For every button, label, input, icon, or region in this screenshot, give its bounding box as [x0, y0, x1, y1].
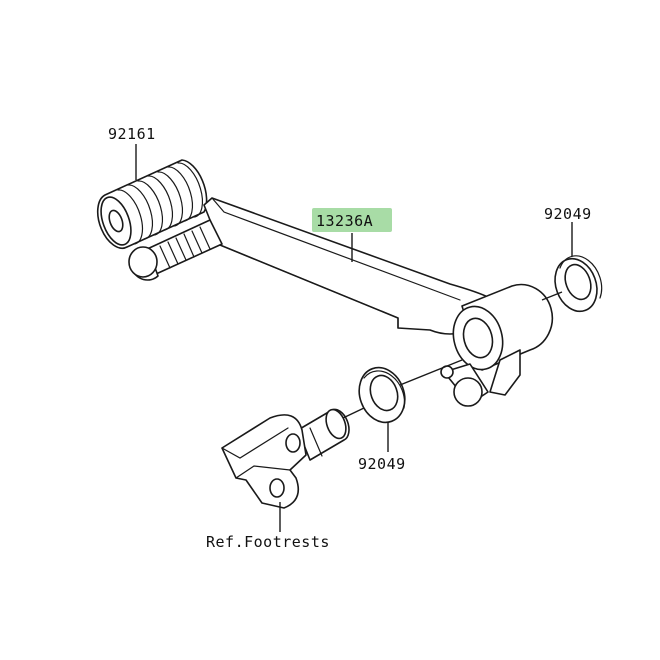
label-13236a[interactable]: 13236A — [316, 212, 373, 230]
shift-lever[interactable] — [128, 197, 554, 407]
leader-lines — [135, 144, 573, 532]
label-92161[interactable]: 92161 — [108, 125, 156, 143]
footrest-bracket[interactable] — [221, 407, 350, 509]
grip-rubber[interactable] — [95, 159, 208, 249]
assembly-lines — [342, 291, 563, 419]
label-92049-right[interactable]: 92049 — [544, 205, 592, 223]
oil-seal-left[interactable] — [352, 361, 412, 429]
label-ref-footrests[interactable]: Ref.Footrests — [206, 533, 330, 551]
label-92049-left[interactable]: 92049 — [358, 455, 406, 473]
oil-seal-right[interactable] — [548, 253, 604, 317]
part-highlight — [312, 208, 392, 232]
